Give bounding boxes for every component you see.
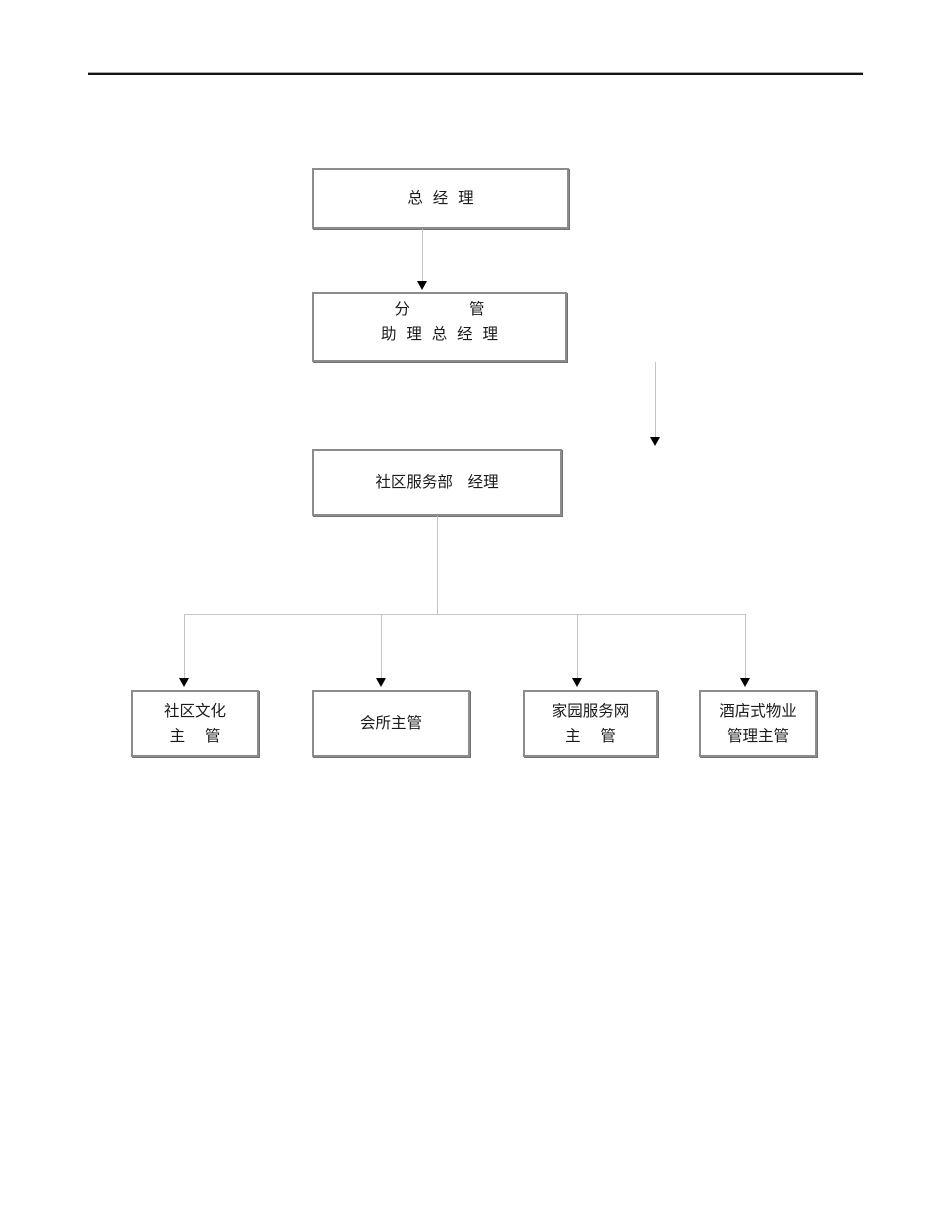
connector-dept-stem: [437, 516, 438, 614]
node-label-line2: 主 管: [169, 726, 221, 745]
node-community-culture-supervisor: 社区文化 主 管: [131, 690, 259, 757]
arrow-down-icon: [376, 678, 386, 687]
node-label-line1: 酒店式物业: [719, 701, 797, 720]
connector-branch-2: [381, 614, 382, 678]
arrow-down-icon: [417, 281, 427, 290]
node-label-line2: 主 管: [565, 726, 616, 745]
arrow-down-icon: [740, 678, 750, 687]
node-label-line1: 分 管: [394, 300, 485, 318]
node-general-manager: 总 经 理: [312, 168, 569, 229]
connector-branch-1: [184, 614, 185, 678]
node-label: 总 经 理: [407, 189, 474, 207]
arrow-down-icon: [650, 437, 660, 446]
node-community-service-dept-manager: 社区服务部 经理: [312, 449, 562, 516]
connector-gm-to-deputy: [422, 229, 423, 281]
connector-deputy-to-dept: [655, 362, 656, 437]
connector-branch-4: [745, 614, 746, 678]
connector-branch-3: [577, 614, 578, 678]
node-home-service-network-supervisor: 家园服务网 主 管: [523, 690, 658, 757]
connector-branch-bar: [184, 614, 745, 615]
header-rule: [88, 72, 863, 75]
arrow-down-icon: [572, 678, 582, 687]
node-label-line1: 社区文化: [163, 701, 226, 720]
node-hotel-style-property-supervisor: 酒店式物业 管理主管: [699, 690, 817, 757]
node-label: 会所主管: [359, 714, 422, 732]
arrow-down-icon: [179, 678, 189, 687]
node-label-line2: 管理主管: [726, 726, 789, 745]
node-deputy-general-manager: 分 管 助 理 总 经 理: [312, 292, 567, 362]
node-club-supervisor: 会所主管: [312, 690, 470, 757]
node-label-line2: 助 理 总 经 理: [381, 325, 498, 343]
node-label: 社区服务部 经理: [375, 473, 499, 491]
node-label-line1: 家园服务网: [551, 701, 630, 720]
